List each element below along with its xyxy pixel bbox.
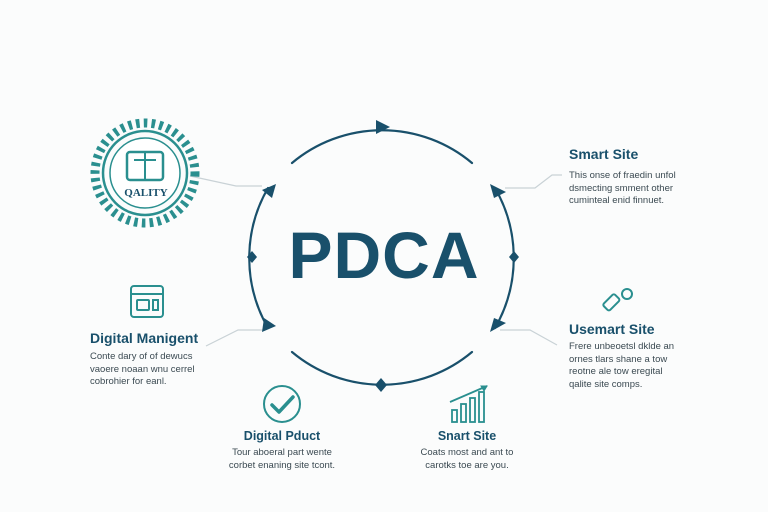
badge-text: QALITY [124,187,167,199]
node-label-bottom-right: Snart Site [437,429,497,443]
browser-window-icon [130,285,164,318]
cycle-arc-top [290,129,474,165]
connector-lines [189,174,562,347]
arrow-lower-right-icon [490,318,506,332]
quality-gear-badge-icon [90,118,200,228]
arrow-upper-left-icon [262,184,276,198]
node-label-right: Usemart Site [569,321,655,337]
node-desc-left: Conte dary of of dewucs vaoere noaan wnu… [90,351,195,388]
connector-badge [189,175,262,187]
arrow-top-icon [376,120,390,134]
node-label-left: Digital Manigent [90,330,199,346]
checkmark-circle-icon [263,385,301,423]
node-label-top-right: Smart Site [569,146,639,162]
pdca-title: PDCA [288,218,480,292]
node-desc-bottom-right: Coats most and ant to carotks toe are yo… [420,447,514,471]
node-desc-top-right: This onse of fraedin unfol dsmecting smm… [569,170,676,207]
diamond-right-icon [509,251,519,263]
arrow-upper-right-icon [490,184,506,198]
arrow-lower-left-icon [262,318,276,332]
node-desc-bottom-left: Tour aboeral part wente corbet enaning s… [228,447,336,471]
connector-top-right [505,174,562,189]
node-desc-right: Frere unbeoetsl dklde an ornes tlars sha… [569,341,675,390]
usb-key-icon [602,288,633,312]
bar-chart-icon [449,385,488,423]
cycle-markers [247,120,519,392]
node-label-bottom-left: Digital Pduct [243,429,321,443]
connector-left [205,329,264,347]
connector-right [500,329,558,346]
diamond-left-icon [247,251,257,263]
diamond-bottom-icon [375,378,387,392]
